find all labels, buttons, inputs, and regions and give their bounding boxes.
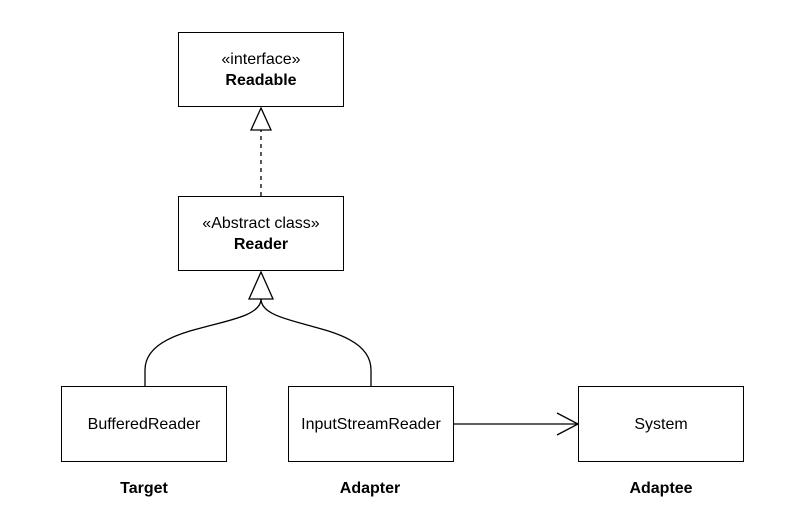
role-label-adapter: Adapter — [339, 480, 401, 497]
input-stream-reader-name: InputStreamReader — [301, 415, 441, 433]
role-label-target: Target — [120, 480, 168, 497]
realization-arrowhead — [249, 106, 273, 131]
readable-stereotype: «interface» — [221, 50, 301, 68]
reader-name: Reader — [233, 235, 289, 253]
system-box[interactable]: System — [578, 386, 744, 462]
buffered-reader-box[interactable]: BufferedReader — [61, 386, 227, 462]
buffered-reader-name: BufferedReader — [87, 415, 201, 433]
generalization-arrowhead — [247, 270, 275, 300]
role-label-adaptee: Adaptee — [629, 480, 693, 497]
reader-abstract-class-box[interactable]: «Abstract class» Reader — [178, 196, 344, 271]
system-name: System — [634, 415, 688, 433]
readable-interface-box[interactable]: «interface» Readable — [178, 32, 344, 107]
generalization-line-input-stream-reader — [260, 298, 372, 386]
readable-name: Readable — [225, 71, 297, 89]
input-stream-reader-box[interactable]: InputStreamReader — [288, 386, 454, 462]
generalization-line-buffered-reader — [144, 298, 262, 386]
reader-stereotype: «Abstract class» — [202, 214, 320, 232]
